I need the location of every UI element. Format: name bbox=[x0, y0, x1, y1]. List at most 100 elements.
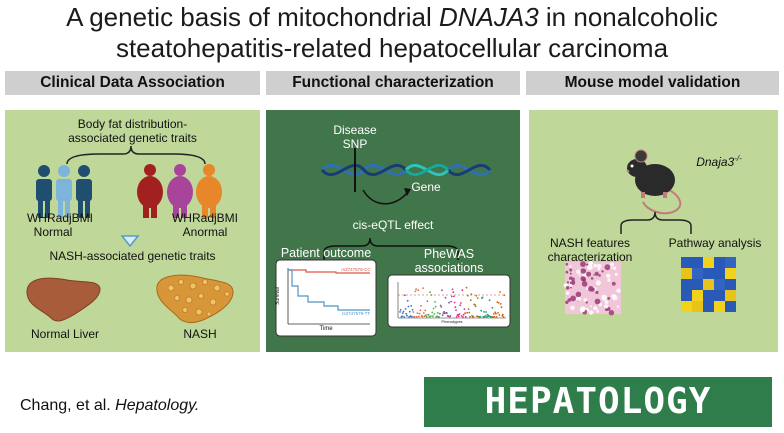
histology-cell bbox=[596, 309, 600, 313]
citation-journal: Hepatology. bbox=[115, 397, 200, 414]
phewas-point bbox=[425, 314, 427, 316]
heatmap-cell bbox=[692, 268, 703, 279]
histology-cell bbox=[594, 271, 599, 276]
phewas-point bbox=[454, 306, 457, 309]
phewas-point bbox=[485, 311, 487, 313]
phewas-point bbox=[475, 294, 478, 297]
phewas-point bbox=[430, 294, 433, 296]
phewas-point bbox=[470, 293, 473, 296]
figure-title-line1: A genetic basis of mitochondrial DNAJA3 … bbox=[66, 2, 718, 32]
phewas-point bbox=[448, 301, 450, 304]
km-plot-box bbox=[275, 259, 377, 337]
heatmap-cell bbox=[703, 290, 714, 301]
heatmap-cell bbox=[692, 290, 703, 301]
heatmap-cell bbox=[725, 301, 736, 312]
phewas-point bbox=[429, 291, 431, 294]
histology-cell bbox=[576, 269, 581, 275]
heatmap-image bbox=[681, 257, 736, 312]
disease-snp-label-line2: SNP bbox=[342, 137, 368, 151]
phewas-point bbox=[441, 289, 443, 292]
phewas-point bbox=[469, 299, 472, 302]
mouse-icon bbox=[626, 149, 682, 215]
phewas-point bbox=[415, 315, 418, 318]
traits-label-line2: associated genetic traits bbox=[68, 131, 197, 145]
histology-cell bbox=[578, 274, 581, 277]
phewas-point bbox=[421, 315, 424, 318]
histology-cell bbox=[612, 266, 617, 270]
person-icon-blue-1 bbox=[36, 165, 52, 218]
phewas-point bbox=[495, 312, 497, 315]
histology-cell bbox=[570, 286, 572, 289]
functional-graphics bbox=[266, 110, 520, 352]
phewas-point bbox=[493, 316, 496, 318]
person-icon-purple bbox=[167, 164, 193, 218]
outcome-bracket bbox=[323, 237, 459, 260]
phewas-point bbox=[486, 313, 489, 316]
phewas-point bbox=[424, 309, 427, 312]
phewas-point bbox=[463, 308, 466, 310]
journal-logo: HEPATOLOGY bbox=[424, 377, 772, 427]
phewas-point bbox=[442, 312, 445, 315]
phewas-point bbox=[443, 312, 446, 315]
histology-cell bbox=[595, 290, 599, 295]
disease-snp-label-line1: Disease bbox=[333, 123, 377, 137]
histology-cell bbox=[607, 297, 611, 300]
phewas-point bbox=[488, 299, 491, 302]
panel-functional: Disease SNP Gene cis-eQTL effect Patient… bbox=[266, 110, 520, 352]
phewas-point bbox=[458, 313, 461, 315]
phewas-point bbox=[502, 316, 505, 318]
phewas-point bbox=[429, 315, 432, 318]
phewas-point bbox=[483, 311, 485, 313]
phewas-point bbox=[431, 311, 434, 314]
histology-cell bbox=[593, 274, 595, 276]
phewas-point bbox=[455, 316, 458, 318]
phewas-point bbox=[460, 302, 462, 304]
phewas-point bbox=[490, 316, 493, 318]
histology-cell bbox=[580, 261, 586, 267]
phewas-point bbox=[499, 291, 501, 293]
phewas-point bbox=[408, 316, 410, 318]
phewas-point bbox=[432, 315, 434, 318]
histology-cell bbox=[593, 306, 598, 311]
phewas-point bbox=[409, 315, 412, 318]
phewas-point bbox=[417, 289, 420, 292]
histology-cell bbox=[595, 280, 601, 286]
mouse-gene-label: Dnaja3-/- bbox=[696, 154, 742, 169]
nash-features-label-line1: NASH features bbox=[549, 236, 631, 250]
histology-cell bbox=[570, 295, 576, 302]
nash-label: NASH bbox=[183, 327, 217, 341]
phewas-point bbox=[492, 313, 495, 315]
phewas-point bbox=[411, 315, 413, 318]
phewas-point bbox=[449, 315, 452, 317]
heatmap-cell bbox=[725, 268, 736, 279]
panel-clinical: Body fat distribution- associated geneti… bbox=[5, 110, 260, 352]
phewas-point bbox=[464, 312, 466, 314]
phewas-point bbox=[498, 314, 501, 316]
histology-cell bbox=[607, 278, 611, 282]
phewas-point bbox=[439, 312, 441, 315]
phewas-point bbox=[404, 294, 406, 297]
histology-cell bbox=[569, 283, 573, 287]
phewas-point bbox=[438, 316, 441, 318]
mouse-background bbox=[529, 110, 778, 352]
phewas-point bbox=[476, 297, 479, 299]
heatmap-cell bbox=[692, 257, 703, 268]
phewas-point bbox=[440, 306, 443, 308]
histology-cell bbox=[610, 266, 613, 269]
heatmap-cell bbox=[703, 279, 714, 290]
histology-cell bbox=[593, 263, 597, 268]
phewas-point bbox=[462, 316, 464, 318]
traits-label-line1: Body fat distribution- bbox=[77, 117, 188, 131]
title-gene-name: DNAJA3 bbox=[438, 2, 539, 32]
phewas-point bbox=[422, 287, 424, 289]
phewas-point bbox=[425, 315, 428, 318]
phewas-point bbox=[450, 300, 452, 303]
heatmap-cell bbox=[725, 257, 736, 268]
heatmap-cell bbox=[714, 257, 725, 268]
phewas-point bbox=[433, 313, 436, 315]
phewas-point bbox=[407, 305, 410, 308]
phewas-point bbox=[416, 312, 419, 314]
phewas-point bbox=[402, 310, 405, 313]
histology-cell bbox=[565, 270, 569, 274]
phewas-point bbox=[444, 296, 447, 299]
